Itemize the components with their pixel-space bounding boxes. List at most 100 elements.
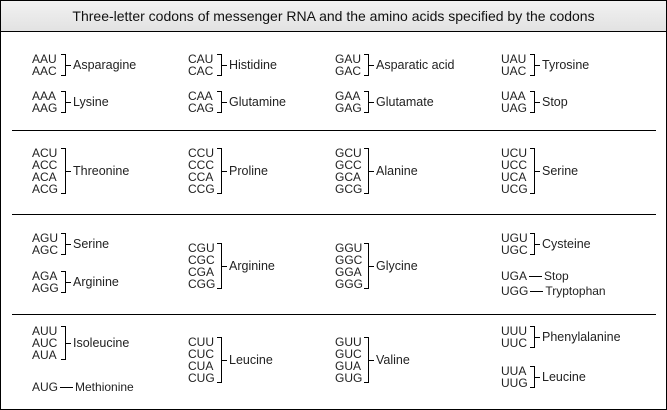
codon: CCU: [188, 146, 214, 160]
bracket: [364, 91, 369, 113]
bracket-tick: [535, 65, 540, 66]
amino-acid-label: Glutamate: [376, 95, 434, 109]
amino-acid-label: Glutamine: [229, 95, 286, 109]
amino-acid-label: Alanine: [376, 164, 418, 178]
codon: GAG: [335, 101, 362, 115]
bracket-tick: [66, 65, 71, 66]
codon: CUC: [188, 347, 214, 361]
bracket-tick: [369, 65, 374, 66]
bracket-tick: [222, 102, 227, 103]
bracket: [61, 233, 66, 255]
codon: UCU: [501, 146, 527, 160]
bracket-tick: [535, 377, 540, 378]
codon: ACU: [32, 146, 58, 160]
codon: CCG: [188, 182, 215, 196]
amino-acid-label: Asparagine: [73, 58, 137, 72]
codon: ACC: [32, 158, 58, 172]
bracket: [530, 326, 535, 348]
table-title: Three-letter codons of messenger RNA and…: [1, 1, 666, 32]
codon: GUA: [335, 359, 362, 373]
bracket: [217, 337, 222, 383]
amino-acid-label: Arginine: [73, 275, 119, 289]
codon: AUU: [32, 324, 58, 338]
amino-acid-label: Threonine: [73, 164, 130, 178]
codon: AAC: [32, 64, 57, 78]
amino-acid-label: Serine: [73, 237, 110, 251]
bracket-tick: [369, 360, 374, 361]
codon: AGC: [32, 243, 59, 257]
bracket: [530, 233, 535, 255]
amino-acid-label: Glycine: [376, 259, 418, 273]
codon: UGU: [501, 231, 528, 245]
codon: UUG: [501, 376, 528, 390]
codon: GUG: [335, 371, 363, 385]
codon: AGU: [32, 231, 59, 245]
amino-acid-label: Stop: [542, 95, 568, 109]
bracket: [364, 54, 369, 76]
dash: [60, 387, 74, 389]
bracket: [364, 337, 369, 383]
codon: GAA: [335, 89, 361, 103]
codon: AUC: [32, 336, 58, 350]
bracket: [530, 366, 535, 388]
codon: CGG: [188, 277, 216, 291]
codon: AAU: [32, 52, 57, 66]
bracket-tick: [222, 171, 227, 172]
codon: UAC: [501, 64, 527, 78]
bracket: [217, 54, 222, 76]
codon: GAC: [335, 64, 362, 78]
codon: ACA: [32, 170, 57, 184]
codon: AUG: [32, 380, 59, 394]
bracket-tick: [369, 266, 374, 267]
codon: UGC: [501, 243, 528, 257]
amino-acid-label: Isoleucine: [73, 336, 130, 350]
bracket: [61, 54, 66, 76]
codon: CAA: [188, 89, 213, 103]
codon: UUC: [501, 336, 527, 350]
codon: UAG: [501, 101, 528, 115]
section-divider: [12, 314, 656, 315]
bracket-tick: [66, 244, 71, 245]
bracket-tick: [66, 343, 71, 344]
codon: UCA: [501, 170, 527, 184]
codon: UCC: [501, 158, 527, 172]
dash: [529, 276, 543, 278]
codon: UAA: [501, 89, 526, 103]
codon: CCC: [188, 158, 214, 172]
codon: GGC: [335, 253, 363, 267]
bracket: [364, 148, 369, 194]
amino-acid-label: Asparatic acid: [376, 58, 455, 72]
amino-acid-label: Proline: [229, 164, 268, 178]
codon: CUA: [188, 359, 214, 373]
codon: UUU: [501, 324, 527, 338]
codon: GCG: [335, 182, 363, 196]
bracket: [530, 148, 535, 194]
codon: GGU: [335, 241, 363, 255]
bracket: [61, 326, 66, 360]
bracket: [61, 271, 66, 293]
bracket: [61, 148, 66, 194]
bracket-tick: [66, 282, 71, 283]
codon: GUC: [335, 347, 362, 361]
codon: UGA: [501, 269, 528, 283]
bracket-tick: [66, 102, 71, 103]
codon: CGC: [188, 253, 215, 267]
bracket-tick: [222, 360, 227, 361]
bracket-tick: [535, 337, 540, 338]
codon: GCA: [335, 170, 362, 184]
codon: AGG: [32, 281, 59, 295]
